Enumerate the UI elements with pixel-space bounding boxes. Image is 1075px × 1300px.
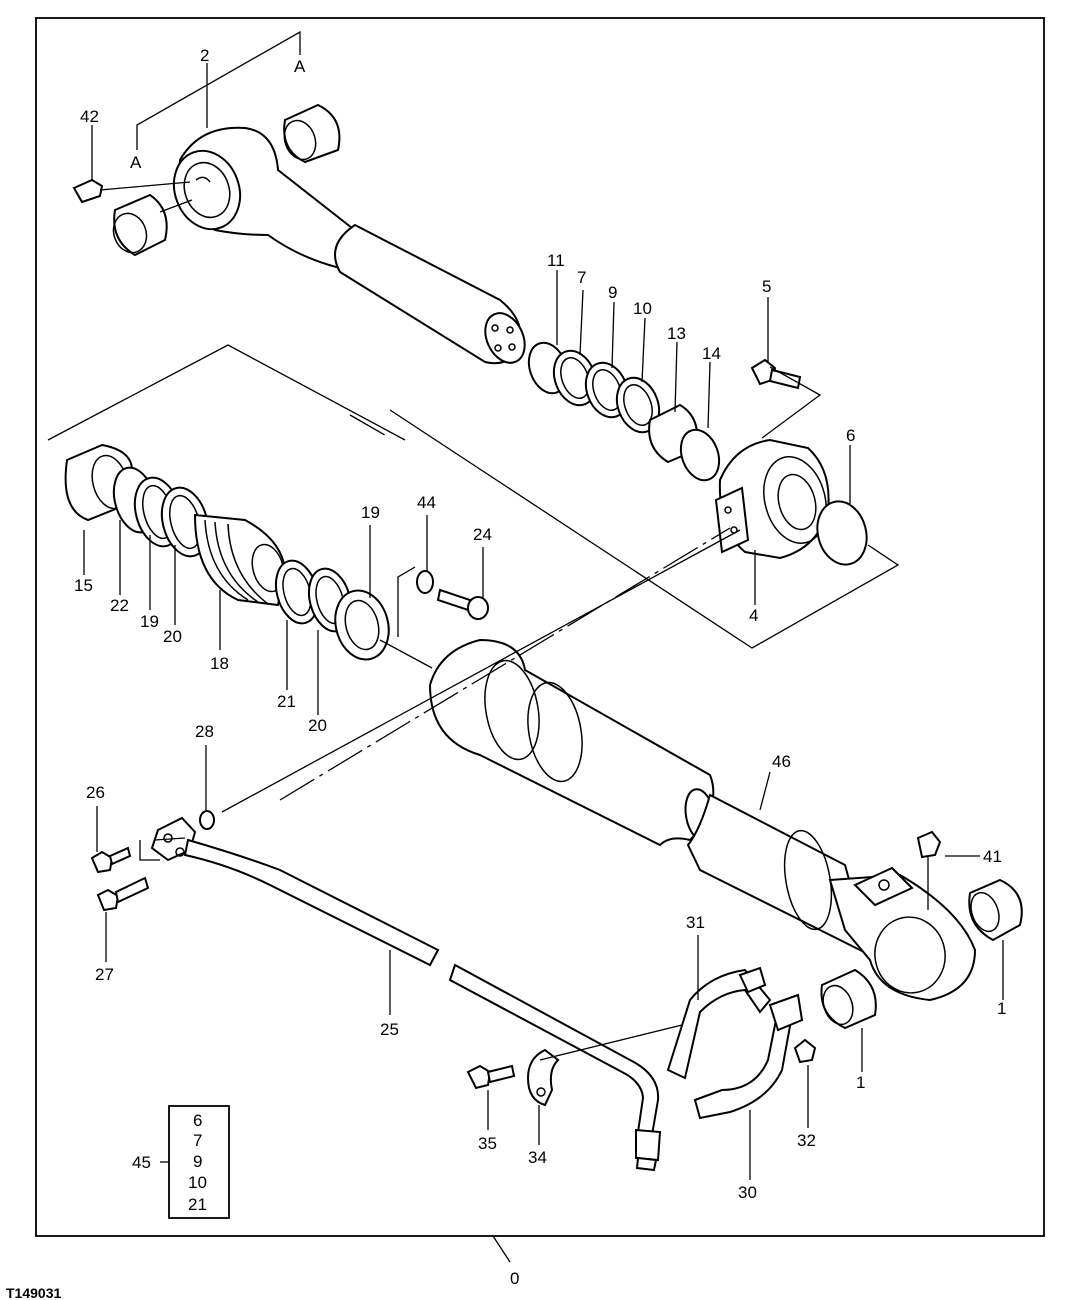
- callout-18: 18: [210, 654, 229, 673]
- callout-5: 5: [762, 277, 771, 296]
- callout-9: 9: [608, 283, 617, 302]
- clamp-bolt: [793, 1038, 817, 1064]
- callout-1a: 1: [997, 999, 1006, 1018]
- callout-20b: 20: [308, 716, 327, 735]
- callout-31: 31: [686, 913, 705, 932]
- rod-bushing-left: [112, 193, 168, 257]
- clamp-upper: [666, 966, 772, 1080]
- callout-13: 13: [667, 324, 686, 343]
- kit-item-9: 9: [193, 1152, 202, 1171]
- kit-item-7: 7: [193, 1131, 202, 1150]
- grease-fitting: [72, 178, 104, 204]
- callout-20a: 20: [163, 627, 182, 646]
- callout-7: 7: [577, 268, 586, 287]
- hydraulic-pipe: [150, 816, 662, 1172]
- diagram-frame: [35, 17, 1045, 1237]
- callout-19b: 19: [140, 612, 159, 631]
- callout-11: 11: [547, 251, 565, 270]
- kit-callout: 45: [132, 1153, 151, 1172]
- callout-44: 44: [417, 493, 436, 512]
- cylinder-head: [714, 438, 830, 560]
- callout-46: 46: [772, 752, 791, 771]
- piston-rings: [274, 559, 390, 661]
- tube-grease-fitting: [916, 830, 942, 859]
- head-o-ring: [816, 500, 868, 566]
- assembly-leader: [492, 1235, 511, 1263]
- callout-22: 22: [110, 596, 129, 615]
- callout-labels: 1 1 2 4 5 6 7 9 10 11 13 14 15 18 19 19 …: [6, 46, 1006, 1300]
- kit-item-21: 21: [188, 1195, 207, 1214]
- rod-assembly: [172, 126, 526, 365]
- assembly-callout: 0: [510, 1269, 519, 1288]
- callout-24: 24: [473, 525, 492, 544]
- piston: [193, 513, 287, 607]
- callout-34: 34: [528, 1148, 547, 1167]
- clamp-lower: [693, 993, 804, 1120]
- callout-26: 26: [86, 783, 105, 802]
- callout-10: 10: [633, 299, 652, 318]
- callout-leaders: [83, 63, 1004, 1180]
- kit-item-6: 6: [193, 1111, 202, 1130]
- callout-2: 2: [200, 46, 209, 65]
- callout-42: 42: [80, 107, 99, 126]
- seal-row-upper: [527, 341, 721, 482]
- callout-28: 28: [195, 722, 214, 741]
- clip-bolt: [466, 1064, 516, 1090]
- tube-bushing-right: [968, 878, 1023, 942]
- callout-21: 21: [277, 692, 296, 711]
- callout-30: 30: [738, 1183, 757, 1202]
- flange-bolt-long: [96, 876, 150, 912]
- flange-bolt-short: [90, 846, 132, 874]
- tube-bushing-lower: [820, 968, 877, 1030]
- callout-25: 25: [380, 1020, 399, 1039]
- head-bolt: [750, 358, 802, 390]
- callout-6: 6: [846, 426, 855, 445]
- image-code: T149031: [6, 1285, 61, 1300]
- callout-35: 35: [478, 1134, 497, 1153]
- callout-4: 4: [749, 606, 758, 625]
- set-screw: [416, 570, 489, 620]
- callout-1b: 1: [856, 1073, 865, 1092]
- pipe-clip: [526, 1048, 560, 1107]
- callout-32: 32: [797, 1131, 816, 1150]
- callout-41: 41: [983, 847, 1002, 866]
- kit-item-10: 10: [188, 1173, 207, 1192]
- callout-14: 14: [702, 344, 721, 363]
- callout-15: 15: [74, 576, 93, 595]
- cylinder-tube: [428, 638, 977, 1002]
- callout-A-right: A: [294, 57, 306, 76]
- callout-A-left: A: [130, 153, 142, 172]
- pipe-o-ring: [199, 810, 215, 830]
- rod-bushing-right: [283, 103, 341, 164]
- callout-19a: 19: [361, 503, 380, 522]
- callout-27: 27: [95, 965, 114, 984]
